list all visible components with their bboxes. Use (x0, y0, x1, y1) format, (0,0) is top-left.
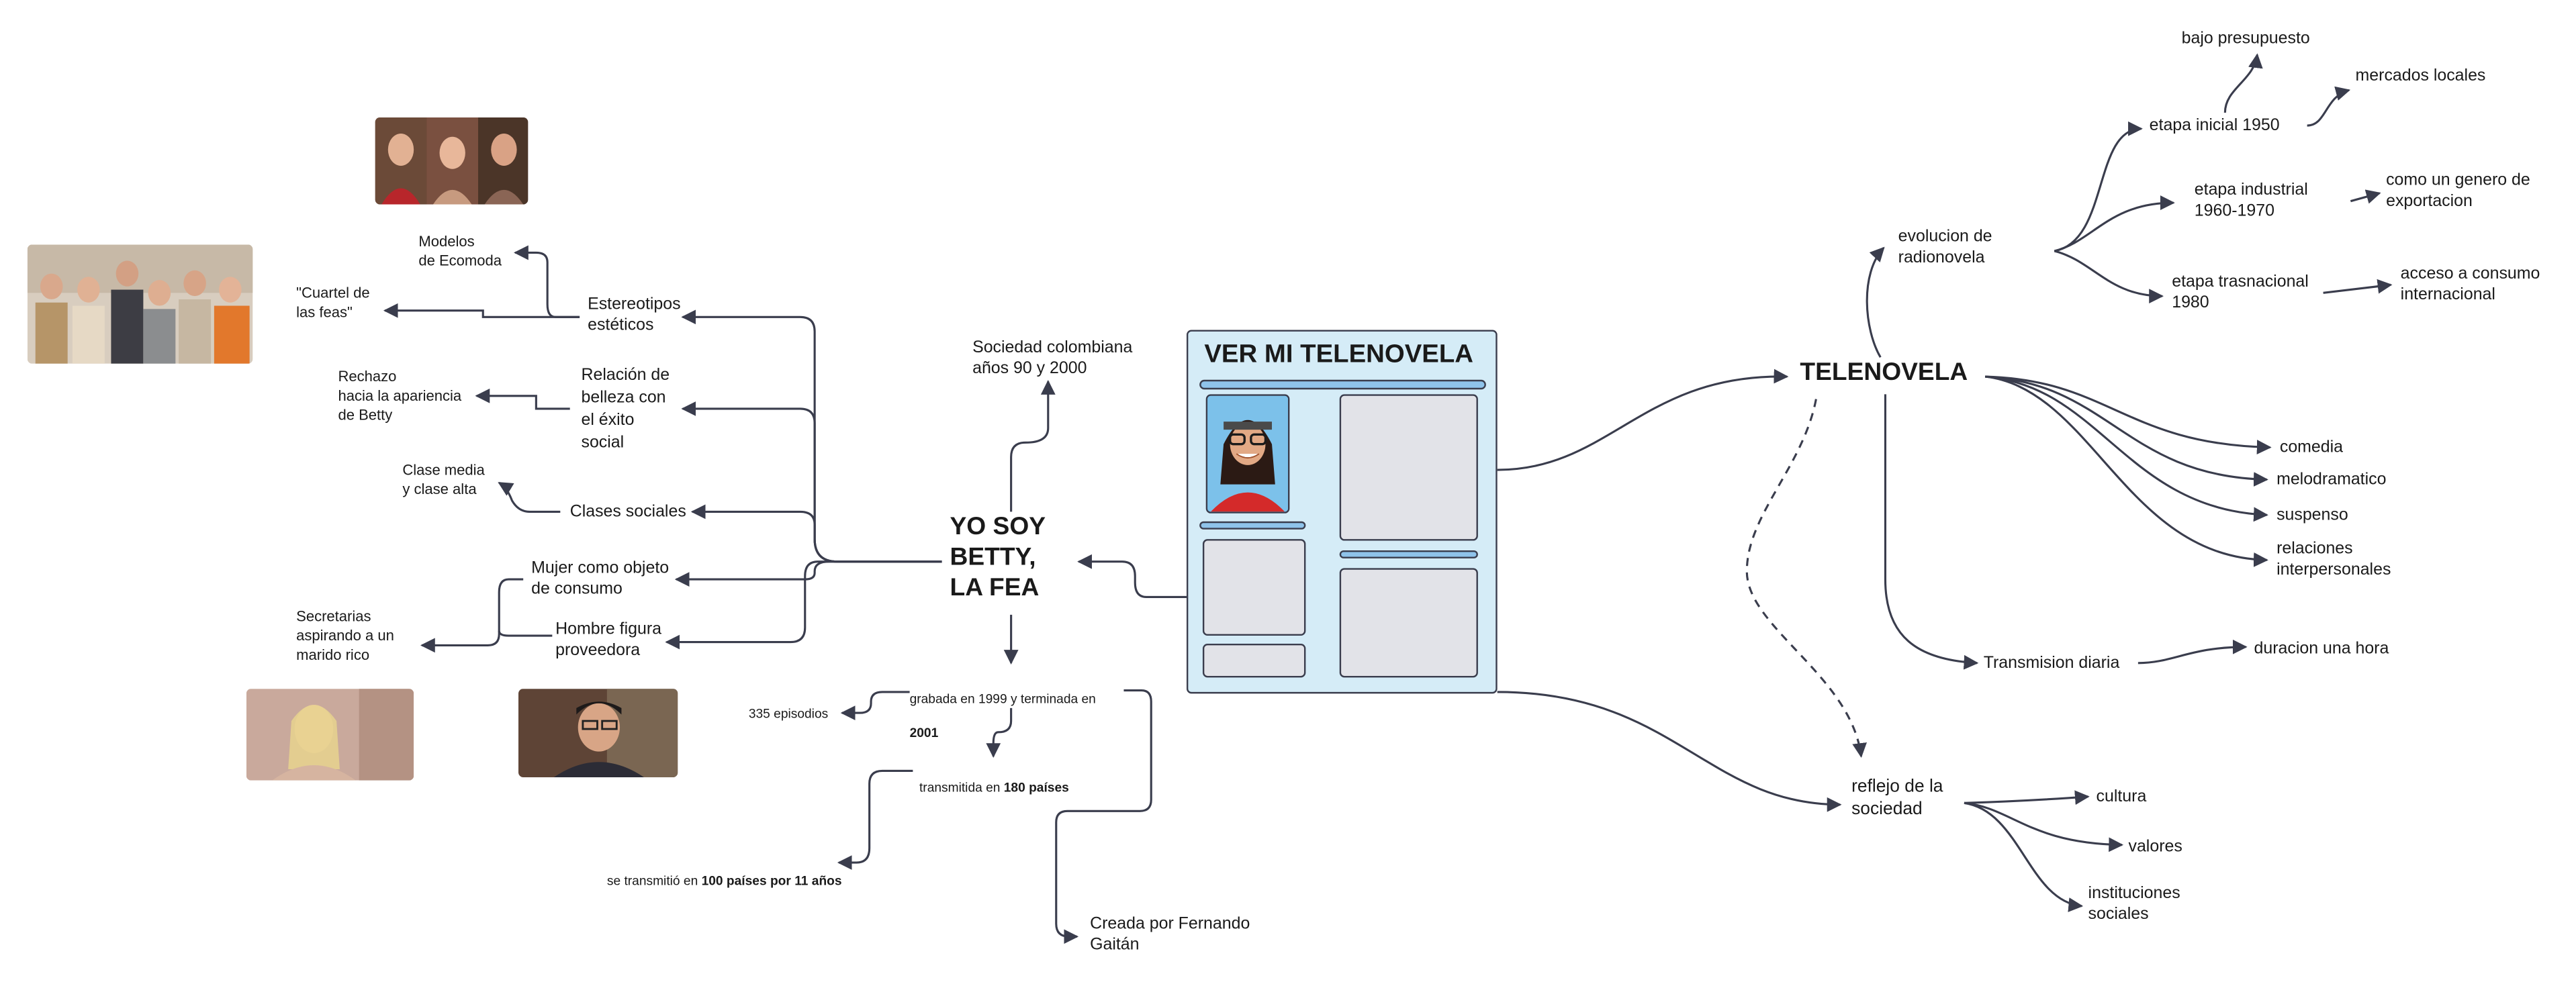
telenovela-card: VER MI TELENOVELA (1186, 330, 1498, 694)
node-bajo-presupuesto[interactable]: bajo presupuesto (2181, 30, 2310, 48)
node-acceso-consumo[interactable]: acceso a consumo internacional (2400, 265, 2540, 305)
edge-estereotipos-modelos (514, 245, 580, 318)
edge-inicial-bajo (2223, 53, 2263, 113)
betty-portrait-image (1207, 395, 1288, 512)
card-right-bar (1339, 550, 1478, 558)
node-suspenso[interactable]: suspenso (2276, 507, 2348, 525)
photo-cuartel-feas-image (27, 244, 253, 364)
edge-card-betty (1077, 554, 1187, 599)
edge-inicial-mercados (2307, 86, 2351, 127)
photo-secretaria-image (246, 689, 414, 781)
edge-grabada-episodios (840, 691, 910, 721)
photo-hombre-proveedor (518, 689, 678, 777)
node-valores[interactable]: valores (2128, 838, 2182, 856)
edge-evolucion-industrial (2054, 195, 2175, 252)
node-mujer-objeto[interactable]: Mujer como objeto de consumo (531, 560, 670, 599)
edge-grabada-creada (1055, 689, 1152, 944)
node-telenovela[interactable]: TELENOVELA (1800, 358, 1968, 387)
node-instituciones[interactable]: instituciones sociales (2088, 885, 2180, 924)
node-episodios[interactable]: 335 episodios (748, 706, 829, 722)
card-left-bar (1199, 521, 1306, 530)
photo-secretaria (246, 689, 414, 781)
edge-clases-clasemedia (498, 481, 561, 513)
node-genero-exportacion[interactable]: como un genero de exportacion (2386, 172, 2530, 211)
node-cultura[interactable]: cultura (2096, 788, 2147, 807)
node-evolucion[interactable]: evolucion de radionovela (1898, 228, 1992, 267)
node-clase-media-alta[interactable]: Clase media y clase alta (402, 462, 485, 497)
edge-telenovela-reflejo-dashed (1745, 399, 1867, 758)
node-transmision-diaria[interactable]: Transmision diaria (1983, 654, 2120, 673)
card-title: VER MI TELENOVELA (1204, 341, 1474, 369)
edge-estereotipos-cuartel (383, 303, 580, 318)
node-secretarias[interactable]: Secretarias aspirando a un marido rico (296, 608, 394, 663)
node-etapa-trasnacional[interactable]: etapa trasnacional 1980 (2172, 273, 2309, 313)
node-duracion-hora[interactable]: duracion una hora (2254, 640, 2389, 658)
transmitio-text: se transmitió en (606, 873, 702, 888)
edge-reflejo-valores (1964, 801, 2124, 852)
node-relacion-belleza[interactable]: Relación de belleza con el éxito social (581, 366, 670, 452)
node-cuartel-feas[interactable]: "Cuartel de las feas" (296, 285, 370, 321)
edge-trasnacional-acceso (2323, 279, 2393, 294)
edge-industrial-genero (2350, 189, 2381, 204)
edge-telenovela-melodramatico (1985, 375, 2268, 487)
node-mercados-locales[interactable]: mercados locales (2355, 67, 2486, 86)
photo-ecomoda-models (375, 117, 528, 205)
grabada-year: 2001 (909, 725, 939, 740)
edge-evolucion-inicial (2054, 121, 2143, 252)
node-grabada[interactable]: grabada en 1999 y terminada en 2001 (910, 675, 1096, 742)
grabada-text: grabada en 1999 y terminada en (909, 691, 1096, 706)
edge-telenovela-suspenso (1984, 375, 2268, 522)
node-modelos-ecomoda[interactable]: Modelos de Ecomoda (418, 233, 502, 269)
edge-evolucion-trasnacional (2054, 250, 2164, 304)
photo-hombre-proveedor-image (518, 689, 678, 777)
edge-reflejo-instituciones (1964, 801, 2084, 912)
card-box-mid-left (1202, 539, 1306, 636)
node-reflejo[interactable]: reflejo de la sociedad (1851, 777, 1943, 819)
transmitio-bold: 100 países por 11 años (701, 873, 842, 888)
edge-betty-clases (690, 504, 942, 563)
node-creada-por[interactable]: Creada por Fernando Gaitán (1090, 916, 1250, 954)
node-hombre-proveedora[interactable]: Hombre figura proveedora (555, 621, 661, 660)
card-box-top-right (1339, 394, 1478, 541)
edge-betty-relacion (681, 401, 942, 563)
node-clases-sociales[interactable]: Clases sociales (569, 503, 686, 522)
photo-cuartel-feas (27, 244, 253, 364)
edge-grabada-transmitida (986, 707, 1013, 758)
edge-telenovela-transmision (1884, 394, 1979, 670)
node-estereotipos[interactable]: Estereotipos estéticos (588, 296, 681, 335)
edge-reflejo-cultura (1964, 790, 2090, 805)
node-yo-soy-betty[interactable]: YO SOY BETTY, LA FEA (950, 513, 1046, 602)
edge-betty-hombre (665, 560, 942, 650)
card-portrait (1205, 394, 1290, 513)
card-title-bar (1199, 379, 1486, 390)
node-rechazo-apariencia[interactable]: Rechazo hacia la apariencia de Betty (338, 369, 462, 424)
node-transmitida[interactable]: transmitida en 180 países (919, 763, 1069, 796)
photo-ecomoda-models-image (375, 117, 528, 205)
node-sociedad-colombiana[interactable]: Sociedad colombiana años 90 y 2000 (972, 339, 1133, 379)
node-relaciones[interactable]: relaciones interpersonales (2276, 540, 2391, 580)
card-box-bottom-left (1202, 644, 1306, 678)
transmitida-bold: 180 países (1003, 779, 1069, 795)
transmitida-text: transmitida en (919, 779, 1004, 795)
edge-telenovela-relaciones (1984, 375, 2268, 567)
edge-card-telenovela (1497, 369, 1789, 471)
edge-betty-estereotipos (681, 309, 942, 563)
node-melodramatico[interactable]: melodramatico (2276, 471, 2387, 489)
node-transmitio[interactable]: se transmitió en 100 países por 11 años (607, 856, 842, 889)
edge-telenovela-comedia (1985, 375, 2272, 454)
edge-relacion-rechazo (475, 388, 570, 410)
node-etapa-industrial[interactable]: etapa industrial 1960-1970 (2194, 181, 2308, 221)
edge-transmitida-transmitio (837, 769, 913, 870)
edge-transmision-duracion (2137, 639, 2248, 665)
node-etapa-inicial[interactable]: etapa inicial 1950 (2149, 117, 2280, 136)
card-box-bottom-right (1339, 568, 1478, 678)
edge-card-reflejo (1497, 691, 1842, 812)
edge-mujer-secretarias (420, 578, 524, 653)
edge-telenovela-evolucion (1866, 246, 1885, 358)
node-comedia[interactable]: comedia (2279, 439, 2344, 457)
edge-betty-sociedad (1010, 380, 1056, 512)
